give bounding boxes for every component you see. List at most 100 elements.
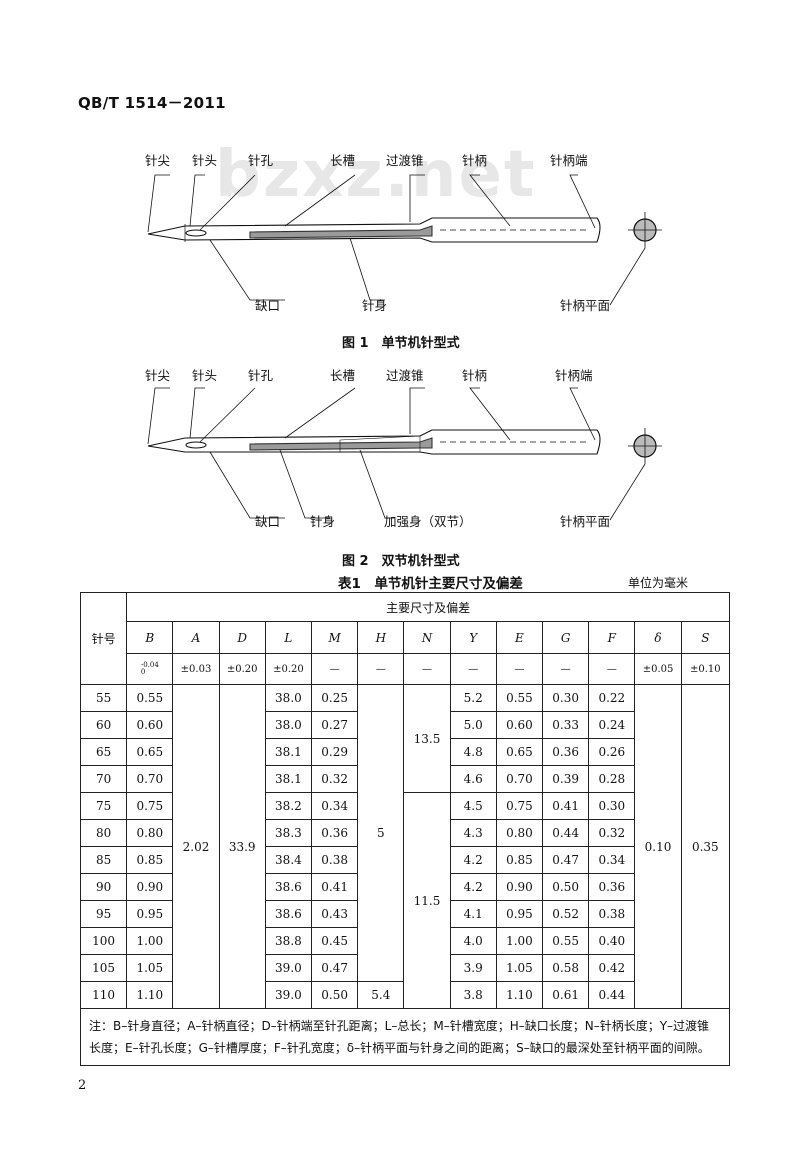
label-tip: 针尖 xyxy=(145,368,170,383)
label-shank-end: 针柄端 xyxy=(550,153,588,168)
needle-2 xyxy=(147,429,601,455)
cell-g: 0.58 xyxy=(542,954,590,982)
cell-l: 39.0 xyxy=(264,954,313,982)
cell-g: 0.33 xyxy=(542,711,590,739)
cell-no: 110 xyxy=(79,981,128,1009)
figure-1-diagram: 针尖 针头 针孔 长槽 过渡锥 针柄 针柄端 缺口 针身 针柄平面 xyxy=(145,153,662,313)
cell-y: 4.0 xyxy=(449,927,497,955)
cell-y: 4.2 xyxy=(449,846,497,874)
table-note-row: 注：B–针身直径；A–针柄直径；D–针柄端至针孔距离；L–总长；M–针槽宽度；H… xyxy=(80,1008,730,1066)
col-a: A xyxy=(172,621,220,654)
cell-m: 0.32 xyxy=(311,765,359,793)
cell-y: 3.8 xyxy=(449,981,497,1009)
table-row: 55 0.55 2.02 33.9 38.0 0.25 5 13.5 5.2 0… xyxy=(79,684,731,1009)
cell-e: 0.80 xyxy=(495,819,544,847)
col-e: E xyxy=(495,621,544,654)
cell-e: 0.90 xyxy=(495,873,544,901)
table-row: 75 0.75 38.2 0.34 11.5 4.5 0.75 0.41 0.3… xyxy=(79,792,730,1009)
figure-2-diagram: 针尖 针头 针孔 长槽 过渡锥 针柄 针柄端 缺口 针身 加强身（双节） 针柄平… xyxy=(145,368,662,529)
cell-y: 5.0 xyxy=(449,711,497,739)
cell-g: 0.30 xyxy=(542,684,590,712)
leader-lines-2 xyxy=(147,387,646,521)
dimensions-table: 针号 主要尺寸及偏差 B A D L M H N Y E G F δ S -0.… xyxy=(79,592,731,1066)
col-b: B xyxy=(126,621,174,654)
cell-no: 90 xyxy=(79,873,128,901)
cell-l: 38.3 xyxy=(264,819,313,847)
cell-f: 0.34 xyxy=(588,846,636,874)
cell-l: 38.6 xyxy=(264,873,313,901)
cell-no: 105 xyxy=(79,954,128,982)
cell-y: 4.2 xyxy=(449,873,497,901)
cell-f: 0.22 xyxy=(588,684,636,712)
cell-m: 0.50 xyxy=(311,981,359,1009)
label-body: 针身 xyxy=(362,298,387,313)
needle-1 xyxy=(147,217,601,243)
col-y: Y xyxy=(449,621,497,654)
cell-l: 38.1 xyxy=(264,765,313,793)
label-shank-flat: 针柄平面 xyxy=(560,514,610,529)
col-f: F xyxy=(588,621,636,654)
cell-no: 100 xyxy=(79,927,128,955)
cell-h-merged: 5 xyxy=(357,684,405,982)
cell-y: 4.6 xyxy=(449,765,497,793)
cell-f: 0.44 xyxy=(588,981,636,1009)
header-group: 主要尺寸及偏差 xyxy=(126,592,730,622)
cell-e: 0.70 xyxy=(495,765,544,793)
cell-b: 1.00 xyxy=(126,927,174,955)
cell-l: 38.6 xyxy=(264,900,313,928)
cell-f: 0.38 xyxy=(588,900,636,928)
label-long-groove: 长槽 xyxy=(330,153,355,168)
tol-n: — xyxy=(403,653,451,685)
cell-l: 38.4 xyxy=(264,846,313,874)
cell-a-merged: 2.02 xyxy=(172,684,220,1009)
cell-b: 1.05 xyxy=(126,954,174,982)
cell-f: 0.24 xyxy=(588,711,636,739)
cell-m: 0.27 xyxy=(311,711,359,739)
cell-m: 0.47 xyxy=(311,954,359,982)
table-row: 100 1.00 38.8 0.45 4.0 1.00 0.55 0.40 xyxy=(79,927,730,955)
cell-e: 0.55 xyxy=(495,684,544,712)
cell-g: 0.61 xyxy=(542,981,590,1009)
standard-code: QB/T 1514－2011 xyxy=(78,94,226,112)
table-row: 90 0.90 38.6 0.41 4.2 0.90 0.50 0.36 xyxy=(79,873,730,901)
label-shank-flat: 针柄平面 xyxy=(560,298,610,313)
cell-g: 0.36 xyxy=(542,738,590,766)
col-m: M xyxy=(311,621,359,654)
cell-g: 0.39 xyxy=(542,765,590,793)
cell-y: 4.8 xyxy=(449,738,497,766)
cell-b: 0.65 xyxy=(126,738,174,766)
table-row: 65 0.65 38.1 0.29 4.8 0.65 0.36 0.26 xyxy=(79,738,730,766)
cell-f: 0.32 xyxy=(588,819,636,847)
cell-m: 0.45 xyxy=(311,927,359,955)
cell-y: 4.3 xyxy=(449,819,497,847)
cell-b: 0.80 xyxy=(126,819,174,847)
cell-b: 0.75 xyxy=(126,792,174,820)
tol-b-upper: -0.04 xyxy=(140,661,159,669)
col-d: D xyxy=(218,621,266,654)
cell-e: 1.05 xyxy=(495,954,544,982)
label-notch: 缺口 xyxy=(255,298,280,313)
cross-section-2 xyxy=(628,428,662,464)
cell-b: 0.95 xyxy=(126,900,174,928)
tol-m: — xyxy=(311,653,359,685)
table-row: 60 0.60 38.0 0.27 5.0 0.60 0.33 0.24 xyxy=(79,711,730,739)
col-h: H xyxy=(357,621,405,654)
cell-g: 0.44 xyxy=(542,819,590,847)
cell-b: 0.60 xyxy=(126,711,174,739)
cell-no: 60 xyxy=(79,711,128,739)
cell-e: 0.75 xyxy=(495,792,544,820)
col-n: N xyxy=(403,621,451,654)
cell-y: 5.2 xyxy=(449,684,497,712)
cell-b: 0.70 xyxy=(126,765,174,793)
table-row: 70 0.70 38.1 0.32 4.6 0.70 0.39 0.28 xyxy=(79,765,730,793)
cell-b: 0.55 xyxy=(126,684,174,712)
page-number: 2 xyxy=(78,1078,87,1093)
label-head: 针头 xyxy=(192,368,217,383)
cell-e: 0.95 xyxy=(495,900,544,928)
cell-l: 38.0 xyxy=(264,684,313,712)
label-transition-cone: 过渡锥 xyxy=(386,153,424,168)
cell-e: 0.65 xyxy=(495,738,544,766)
cell-no: 95 xyxy=(79,900,128,928)
label-body: 针身 xyxy=(310,514,335,529)
